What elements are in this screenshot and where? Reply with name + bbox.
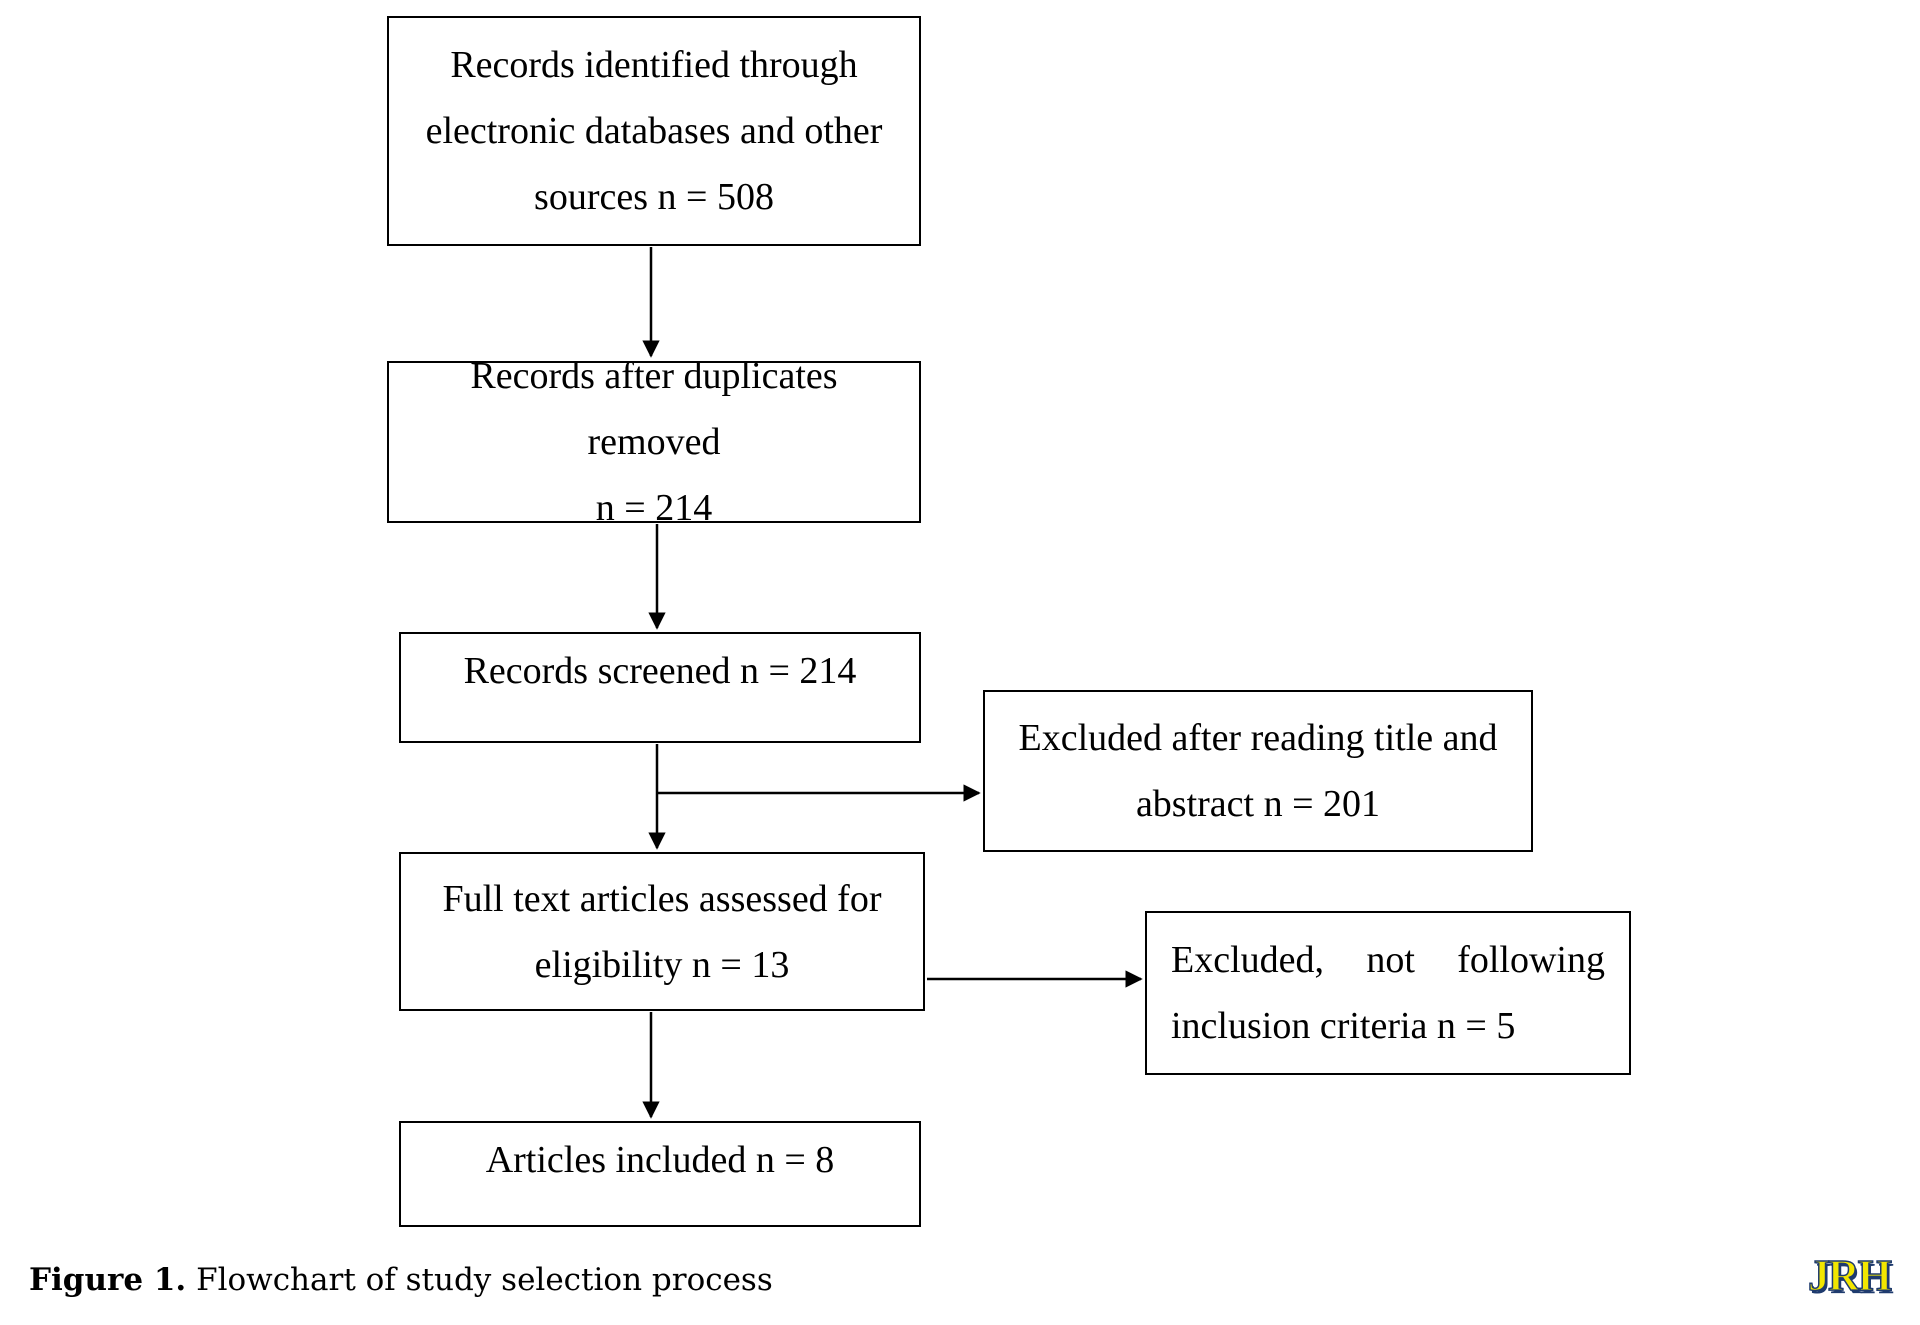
box-excluded-title-abstract-label: Excluded after reading title and abstrac… — [1018, 717, 1498, 825]
jrh-logo: JRH JRH — [1808, 1256, 1896, 1298]
excluded-criteria-line1: Excluded, not following — [1171, 939, 1605, 981]
box-full-text-assessed-label: Full text articles assessed for eligibil… — [442, 877, 882, 986]
figure-caption-label: Figure 1. — [29, 1262, 187, 1298]
box-screened-label: Records screened n = 214 — [463, 650, 857, 692]
box-excluded-title-abstract: Excluded after reading title and abstrac… — [983, 690, 1533, 852]
box-after-duplicates: Records after duplicates removed n = 214 — [387, 355, 921, 529]
jrh-logo-shadow: JRH — [1810, 1256, 1894, 1298]
box-screened: Records screened n = 214 — [399, 632, 921, 743]
box-records-identified: Records identified through electronic da… — [387, 16, 921, 246]
box-excluded-inclusion-criteria-label: Excluded, not following inclusion criter… — [1171, 927, 1605, 1059]
box-after-duplicates-label: Records after duplicates removed n = 214 — [470, 355, 838, 529]
figure-caption-text: Flowchart of study selection process — [186, 1262, 773, 1298]
box-articles-included: Articles included n = 8 — [399, 1121, 921, 1227]
box-excluded-inclusion-criteria: Excluded, not following inclusion criter… — [1145, 911, 1631, 1075]
box-records-identified-label: Records identified through electronic da… — [425, 44, 883, 218]
box-full-text-assessed: Full text articles assessed for eligibil… — [399, 852, 925, 1011]
figure-caption: Figure 1. Flowchart of study selection p… — [29, 1260, 773, 1300]
box-articles-included-label: Articles included n = 8 — [485, 1139, 835, 1181]
jrh-logo-text: JRH — [1808, 1256, 1892, 1298]
